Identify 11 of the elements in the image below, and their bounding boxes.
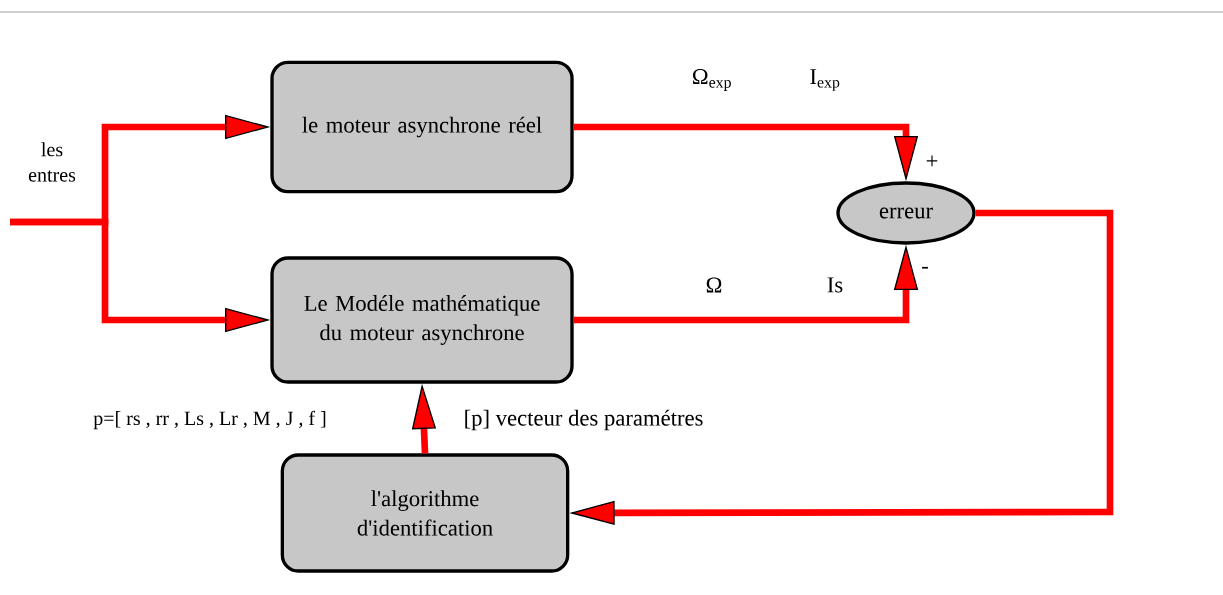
quantity-label: Is xyxy=(827,277,843,293)
label-text: les entres xyxy=(28,142,76,182)
edge-label: Ω$_{exp}$ xyxy=(692,69,731,91)
process-box: le moteur asynchrone réel xyxy=(270,60,574,194)
sign-label: - xyxy=(922,266,928,269)
edge-label: Ω xyxy=(706,277,722,293)
parameter-vector: p=[ rs , rr , Ls , Lr , M , J , f ] xyxy=(93,410,326,430)
edge-label: [p] vecteur des paramétres xyxy=(465,409,703,431)
process-box: Le Modéle mathématique du moteur asynchrone xyxy=(270,256,574,384)
quantity-label: I$_{exp}$ xyxy=(810,69,840,91)
process-box: l'algorithme d'identification xyxy=(280,453,570,573)
